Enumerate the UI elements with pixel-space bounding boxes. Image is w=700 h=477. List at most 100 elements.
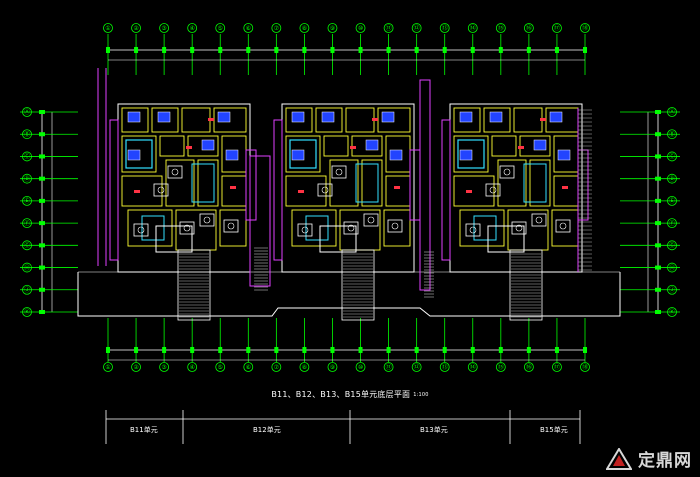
room-wall <box>285 175 327 207</box>
top-axis-bubble <box>159 23 170 33</box>
right-axis-bubble <box>667 284 677 295</box>
furniture-table <box>335 168 343 176</box>
unit-dimension-line <box>105 410 581 444</box>
furniture <box>363 213 379 227</box>
room-wall <box>121 135 157 173</box>
balcony-rail <box>273 119 283 261</box>
left-axis-label: Ⓐ <box>24 108 30 116</box>
top-axis-bubble <box>495 23 506 33</box>
room-wall <box>315 107 343 133</box>
left-axis-label: Ⓚ <box>24 308 30 316</box>
furniture-table <box>535 216 543 224</box>
top-axis-label: ② <box>133 25 139 32</box>
furniture <box>199 213 215 227</box>
bottom-axis-bubble <box>411 362 422 372</box>
walkway <box>249 155 271 287</box>
top-axis-label: ⑩ <box>358 25 363 32</box>
furniture <box>387 219 403 233</box>
top-axis-bubble <box>411 23 422 33</box>
logo-icon <box>606 447 632 470</box>
left-axis-label: Ⓙ <box>24 286 30 294</box>
bottom-axis-dimension-mark <box>358 347 363 353</box>
top-axis-dimension-mark <box>470 47 475 53</box>
left-axis-dimension-mark <box>39 176 45 181</box>
top-axis-bubble <box>580 23 590 33</box>
bottom-axis-bubble <box>299 362 310 372</box>
right-axis-label: Ⓖ <box>669 242 675 250</box>
top-axis-label: ⑨ <box>330 25 335 32</box>
entrance-lobby <box>487 225 525 253</box>
left-axis-bubble <box>22 151 32 162</box>
left-axis-dimension-mark <box>39 265 45 270</box>
bottom-axis-dimension-mark <box>554 347 559 353</box>
bottom-axis-dimension-mark <box>162 347 167 353</box>
room-partition <box>523 163 547 203</box>
door-swing-mark <box>540 118 546 121</box>
entrance-lobby <box>155 225 193 253</box>
room-wall <box>285 107 313 133</box>
bath-fixture <box>127 149 141 161</box>
right-axis-dimension-mark <box>655 176 661 181</box>
room-wall <box>175 209 217 251</box>
room-partition <box>457 139 485 169</box>
furniture <box>485 183 501 197</box>
top-axis-bubble <box>552 23 562 33</box>
room-partition <box>141 215 165 241</box>
bottom-axis-label: ⑮ <box>498 363 504 371</box>
furniture <box>133 223 149 237</box>
top-axis-dimension-mark <box>106 47 110 53</box>
door-swing-mark <box>466 190 472 193</box>
top-axis-dimension-mark <box>274 47 279 53</box>
room-wall <box>385 175 411 207</box>
bottom-axis-label: ⑰ <box>554 363 560 371</box>
furniture-table <box>171 168 179 176</box>
bottom-axis-bubble <box>523 362 534 372</box>
left-axis-label: Ⓗ <box>24 264 30 272</box>
top-axis-dimension-mark <box>442 47 447 53</box>
top-axis-label: ⑪ <box>386 24 392 32</box>
right-axis-dimension-mark <box>655 265 661 270</box>
room-wall <box>339 209 381 251</box>
door-swing-mark <box>298 190 304 193</box>
left-axis-label: Ⓓ <box>24 175 30 183</box>
right-axis-label: Ⓗ <box>669 264 675 272</box>
unit-block-1 <box>109 103 257 321</box>
bottom-axis-label: ② <box>133 364 139 371</box>
top-axis-label: ③ <box>161 25 166 32</box>
top-axis-label: ⑮ <box>498 24 504 32</box>
left-axis-dimension-mark <box>39 243 45 248</box>
bottom-axis-dimension-mark <box>302 347 307 353</box>
furniture-table <box>559 222 567 230</box>
bath-fixture <box>533 139 547 151</box>
room-wall <box>513 107 543 133</box>
balcony-rail <box>577 149 589 221</box>
entrance-lobby <box>319 225 357 253</box>
podium-outline <box>77 272 621 317</box>
left-axis-bubble <box>22 262 32 273</box>
room-wall <box>159 135 185 157</box>
left-axis-dimension-mark <box>39 287 45 292</box>
bath-fixture <box>381 111 395 123</box>
right-axis-label: Ⓓ <box>669 175 675 183</box>
bottom-axis-label: ① <box>105 364 110 371</box>
bottom-axis-bubble <box>327 362 338 372</box>
bath-fixture <box>321 111 335 123</box>
furniture-table <box>489 186 497 194</box>
room-wall <box>453 135 489 173</box>
bottom-axis-dimension-mark <box>106 347 110 353</box>
bottom-axis-label: ⑧ <box>302 364 307 371</box>
room-wall <box>121 175 163 207</box>
right-axis-bubble <box>667 107 677 117</box>
bottom-axis-label: ③ <box>161 364 166 371</box>
left-axis-bubble <box>22 107 32 117</box>
right-axis-dimension-mark <box>655 198 661 203</box>
room-partition <box>473 215 497 241</box>
bath-fixture <box>557 149 571 161</box>
room-wall <box>197 159 219 207</box>
top-axis-dimension-mark <box>583 47 587 53</box>
top-axis-dimension-mark <box>190 47 195 53</box>
room-wall <box>323 135 349 157</box>
room-wall <box>483 107 511 133</box>
